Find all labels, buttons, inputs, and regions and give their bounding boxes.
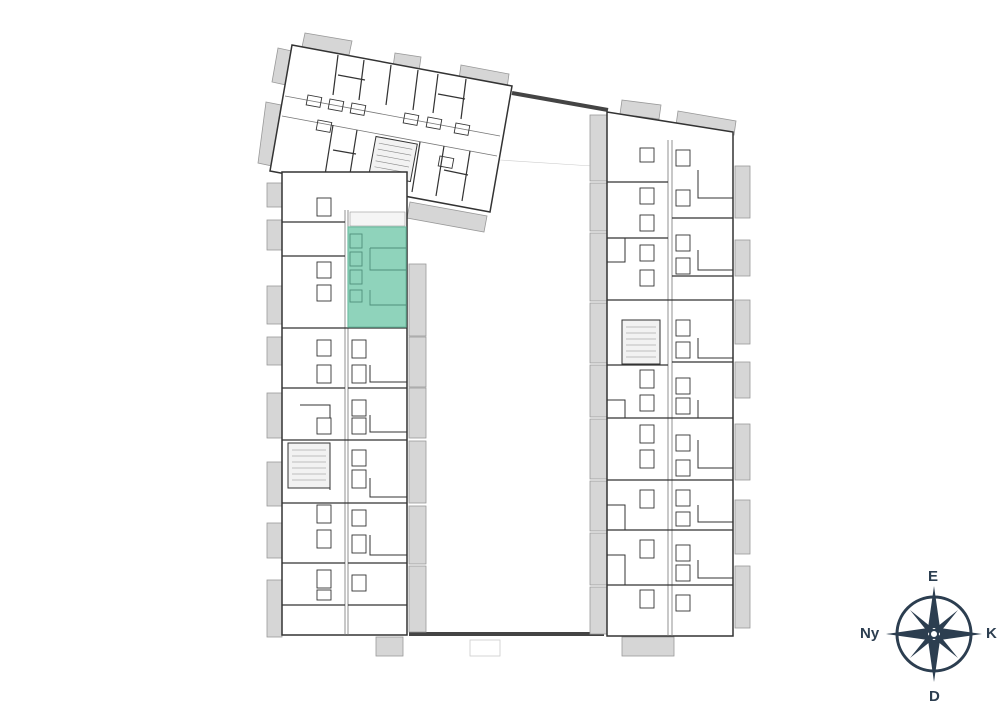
balcony bbox=[734, 499, 751, 555]
wing-outline bbox=[269, 44, 513, 213]
balcony bbox=[589, 182, 608, 232]
balcony bbox=[734, 565, 751, 629]
balcony bbox=[266, 392, 283, 439]
balcony bbox=[734, 361, 751, 399]
balcony bbox=[734, 165, 751, 219]
balcony bbox=[589, 480, 608, 532]
compass-south-label: D bbox=[929, 688, 940, 705]
stair-core bbox=[621, 319, 661, 365]
bridge-top bbox=[511, 91, 609, 112]
compass-north-point bbox=[928, 586, 940, 628]
balcony bbox=[408, 263, 427, 337]
balcony bbox=[734, 423, 751, 481]
balcony bbox=[408, 387, 427, 439]
north-wing bbox=[257, 32, 513, 233]
balcony bbox=[406, 201, 488, 233]
balcony bbox=[408, 336, 427, 388]
balcony bbox=[408, 565, 427, 633]
compass-east-label: K bbox=[986, 625, 997, 642]
compass-rose bbox=[886, 586, 982, 682]
east-wing bbox=[589, 99, 751, 657]
balcony bbox=[589, 232, 608, 302]
balcony bbox=[408, 505, 427, 565]
west-wing bbox=[266, 171, 427, 657]
balcony bbox=[589, 114, 608, 182]
balcony bbox=[589, 532, 608, 586]
stair-core bbox=[287, 442, 331, 489]
balcony bbox=[621, 636, 675, 657]
balcony bbox=[266, 285, 283, 325]
balcony bbox=[589, 302, 608, 364]
balcony bbox=[619, 99, 662, 120]
highlighted-apartment[interactable] bbox=[347, 226, 407, 328]
balcony bbox=[266, 579, 283, 638]
wing-outline bbox=[606, 111, 734, 637]
balcony bbox=[408, 440, 427, 504]
balcony bbox=[266, 336, 283, 366]
compass-north-label: E bbox=[928, 568, 939, 585]
balcony bbox=[589, 586, 608, 635]
balcony bbox=[375, 636, 404, 657]
balcony bbox=[266, 219, 283, 251]
balcony bbox=[266, 461, 283, 507]
balcony bbox=[266, 182, 283, 208]
balcony bbox=[589, 364, 608, 418]
balcony bbox=[734, 239, 751, 277]
balcony bbox=[266, 522, 283, 559]
compass-west-label: Ny bbox=[860, 625, 880, 642]
balcony bbox=[589, 418, 608, 480]
compass-south-point bbox=[928, 640, 940, 682]
compass-west-point bbox=[886, 628, 928, 640]
compass-east-point bbox=[940, 628, 982, 640]
balcony bbox=[675, 110, 737, 136]
balcony bbox=[734, 299, 751, 345]
